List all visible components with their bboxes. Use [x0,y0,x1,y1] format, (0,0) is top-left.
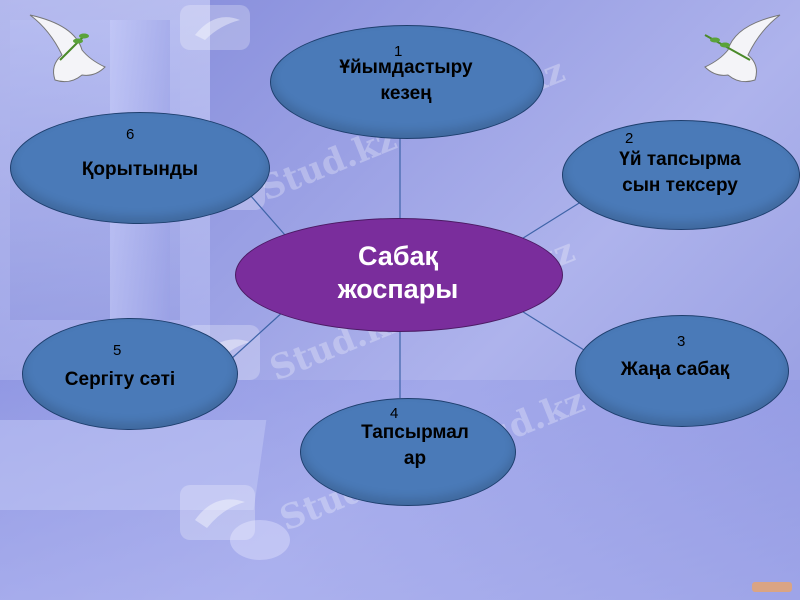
node-4-line1: Тапсырмал [361,422,469,443]
node-5-label: Сергіту сәті [40,367,200,393]
node-3 [575,315,789,427]
node-5-number: 5 [113,342,122,359]
node-6-number: 6 [126,126,135,143]
node-2 [562,120,800,230]
center-label: Сабақ жоспары [235,240,561,306]
node-5-line1: Сергіту сәті [64,369,176,390]
node-6 [10,112,270,224]
node-3-line1: Жаңа сабақ [620,359,730,380]
center-label-line1: Сабақ [357,241,439,271]
node-5 [22,318,238,430]
node-2-line1: Үй тапсырма [619,149,741,170]
node-1-label: Ұйымдастыру кезең [300,55,512,107]
hummingbird-logo-icon [180,5,250,50]
dove-icon-left [29,14,106,83]
node-1 [270,25,544,139]
node-2-label: Үй тапсырма сын тексеру [580,147,780,199]
center-label-line2: жоспары [337,274,459,304]
node-2-number: 2 [625,130,634,147]
node-4-line2: ар [403,448,427,469]
node-1-number: 1 [394,43,403,60]
hummingbird-logo-icon [180,485,255,540]
center-node [235,218,563,332]
background-mouse [230,520,290,560]
node-4-number: 4 [390,405,399,422]
node-6-label: Қорытынды [50,157,230,183]
node-3-number: 3 [677,333,686,350]
dove-icon-right [704,14,781,83]
node-1-line1: Ұйымдастыру [339,57,473,78]
slide-nav-indicator[interactable] [752,582,792,592]
node-6-line1: Қорытынды [81,159,199,180]
node-3-label: Жаңа сабақ [590,357,760,383]
node-4 [300,398,516,506]
node-1-line2: кезең [380,83,432,104]
node-2-line2: сын тексеру [622,175,738,196]
node-4-label: Тапсырмал ар [325,420,505,472]
